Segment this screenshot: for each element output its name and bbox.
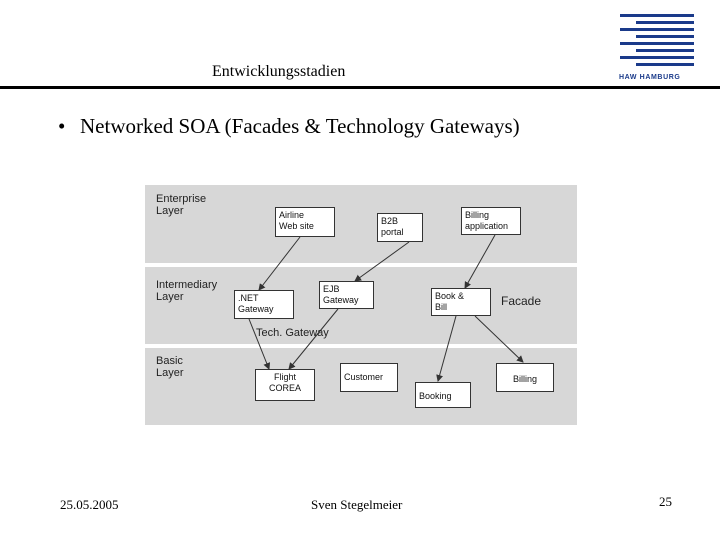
logo-bar [636, 35, 694, 38]
book-and-bill-box: Book & Bill [431, 288, 491, 316]
layer-separator [145, 263, 577, 267]
bullet-item: • Networked SOA (Facades & Technology Gat… [58, 114, 520, 139]
arrow-ejb-to-flight [288, 308, 339, 370]
footer-date: 25.05.2005 [60, 497, 119, 512]
haw-hamburg-logo: HAW HAMBURG [616, 12, 698, 84]
arrow-airline-to-net [258, 236, 301, 291]
b2b-portal-box: B2B portal [377, 213, 423, 242]
logo-bar [620, 14, 694, 17]
logo-bar [636, 21, 694, 24]
arrow-net-to-flight [248, 318, 271, 370]
flight-corea-box: Flight COREA [255, 369, 315, 401]
logo-bar [620, 56, 694, 59]
architecture-diagram: Enterprise Layer Intermediary Layer Basi… [145, 185, 577, 425]
logo-bar [620, 42, 694, 45]
billing-application-box: Billing application [461, 207, 521, 235]
logo-bar [620, 28, 694, 31]
logo-bar [636, 49, 694, 52]
diagram-arrows [248, 234, 524, 382]
footer-page-number: 25 [659, 494, 672, 509]
layer-separator [145, 344, 577, 348]
net-gateway-box: .NET Gateway [234, 290, 294, 319]
bullet-dot-icon: • [58, 114, 66, 138]
arrow-b2b-to-ejb [354, 241, 410, 282]
slide-header-title: Entwicklungsstadien [212, 63, 346, 80]
airline-website-box: Airline Web site [275, 207, 335, 237]
bullet-text: Networked SOA (Facades & Technology Gate… [80, 114, 520, 138]
header-rule [0, 86, 720, 89]
footer-author: Sven Stegelmeier [311, 497, 403, 512]
arrow-billingapp-to-bookbill [464, 234, 496, 289]
tech-gateway-label: Tech. Gateway [256, 327, 329, 339]
booking-box: Booking [415, 382, 471, 408]
billing-box: Billing [496, 363, 554, 392]
enterprise-layer-label: Enterprise Layer [156, 193, 207, 217]
ejb-gateway-box: EJB Gateway [319, 281, 374, 309]
logo-bar [636, 63, 694, 66]
intermediary-layer-label: Intermediary Layer [156, 279, 218, 303]
arrow-bookbill-to-billing [474, 315, 524, 363]
basic-layer-label: Basic Layer [156, 355, 184, 379]
customer-box: Customer [340, 363, 398, 392]
facade-label: Facade [501, 294, 542, 308]
logo-text: HAW HAMBURG [619, 74, 681, 81]
arrow-bookbill-to-booking [436, 315, 457, 382]
